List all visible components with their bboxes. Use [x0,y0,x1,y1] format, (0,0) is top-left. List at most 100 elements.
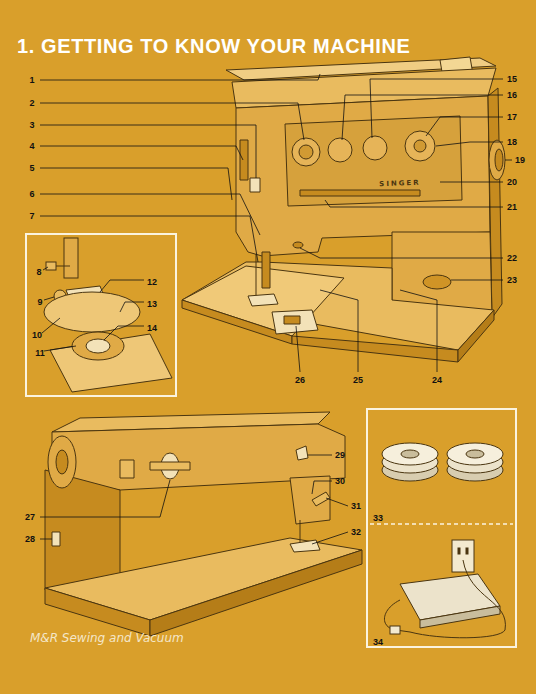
page-title: 1. GETTING TO KNOW YOUR MACHINE [17,35,410,58]
callout-number: 7 [29,212,34,221]
leader-line [44,297,54,300]
callout-number: 1 [29,76,34,85]
leader-line [342,95,503,140]
dial [363,136,387,160]
brand-name: SINGER [379,180,421,188]
divider [370,523,513,525]
callout-number: 32 [351,528,361,537]
callout-number: 31 [351,502,361,511]
power-switch [52,532,60,546]
leader-line [40,168,232,200]
leader-line [44,346,76,351]
callout-number: 16 [507,91,517,100]
pillar [45,470,120,590]
callout-number: 14 [147,324,157,333]
callout-number: 4 [29,142,34,151]
leader-line [40,480,170,517]
knob [120,460,134,478]
leader-line [40,103,304,140]
callout-number: 23 [507,276,517,285]
leader-line [40,74,320,80]
cam-hub [466,450,484,458]
leader-line [505,160,512,161]
callout-number: 20 [507,178,517,187]
bed-side [458,310,494,362]
pedal-base [420,606,500,628]
handwheel [489,140,505,180]
feed-dogs [284,316,300,324]
cam [447,443,503,465]
presser-bar [262,252,270,288]
inset-panel: 33 34 [366,408,517,648]
leader-line [400,290,437,372]
watermark: M&R Sewing and Vacuum [30,632,184,644]
callout-number: 26 [295,376,305,385]
needle-clamp-screw [46,262,56,270]
callout-number: 3 [29,121,34,130]
callout-number: 27 [25,513,35,522]
thread-guide [296,446,308,460]
leader-line [40,125,256,178]
machine-back [45,412,362,636]
callout-number: 30 [335,477,345,486]
leader-line [325,200,503,207]
callout-number: 12 [147,278,157,287]
handwheel-hub [495,149,503,171]
leader-line [100,280,144,292]
leader-line [40,194,260,235]
callout-number: 15 [507,75,517,84]
bobbin [86,339,110,353]
lever [312,492,330,506]
leader-line [296,326,300,372]
bed-top [182,262,494,350]
leader-line [326,498,348,506]
callout-number: 33 [373,514,383,523]
callout-number: 19 [515,156,525,165]
leader-line [451,280,503,281]
bed-front [45,588,150,636]
inset-leaders [42,267,144,351]
wall-outlet [452,540,474,572]
bed-side [150,550,362,636]
callout-number: 28 [25,535,35,544]
dial [328,138,352,162]
stitch-scale [300,190,420,196]
callout-number: 21 [507,203,517,212]
callout-number: 24 [432,376,442,385]
callout-number: 11 [35,349,45,358]
head [290,476,330,524]
clamp-arm [56,266,70,267]
reverse-dial [423,275,451,289]
outlet-slot [466,548,468,554]
bottom-leaders [40,455,348,544]
inset-panel: 891011121314 [25,233,177,397]
leader-line [42,318,60,333]
callout-number: 9 [37,298,42,307]
bobbin-winder [405,131,435,161]
plug [390,626,400,634]
callout-number: 13 [147,300,157,309]
bed-front [292,336,458,362]
callout-number: 5 [29,164,34,173]
bobbin-case [72,332,124,360]
spool-pin [150,462,190,470]
leader-line [40,539,52,540]
presser-foot [248,294,278,306]
callout-number: 17 [507,113,517,122]
presser-bar [64,238,78,278]
leader-line [436,142,503,146]
leader-line [426,117,503,136]
dial-center [299,145,313,159]
light-switch [293,242,303,248]
leader-line [320,290,358,372]
inset-drawing [44,238,172,392]
leader-lines [40,74,512,372]
outlet-slot [458,548,460,554]
handwheel-hub [56,450,68,474]
leader-line [300,248,503,258]
callout-number: 34 [373,638,383,647]
leader-line [440,182,503,183]
leader-line [370,79,503,138]
